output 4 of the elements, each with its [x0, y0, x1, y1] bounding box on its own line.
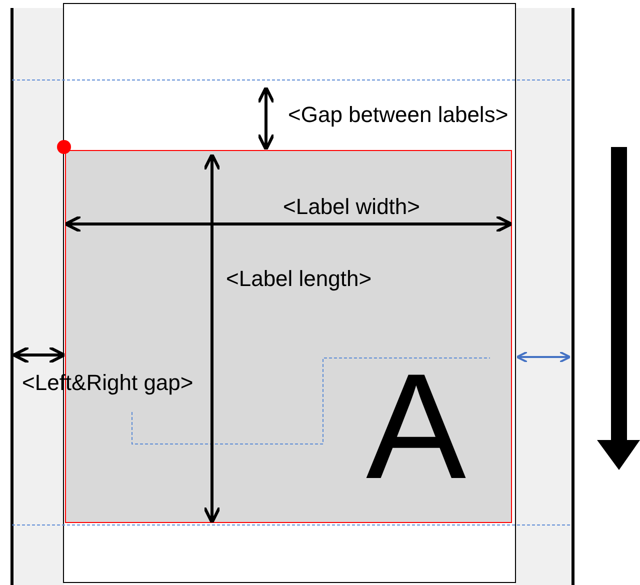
- dimension-label: <Label width>: [283, 194, 420, 220]
- label-letter: A: [366, 351, 466, 501]
- dimension-label: <Label length>: [226, 266, 372, 292]
- dimension-label: <Gap between labels>: [288, 102, 508, 128]
